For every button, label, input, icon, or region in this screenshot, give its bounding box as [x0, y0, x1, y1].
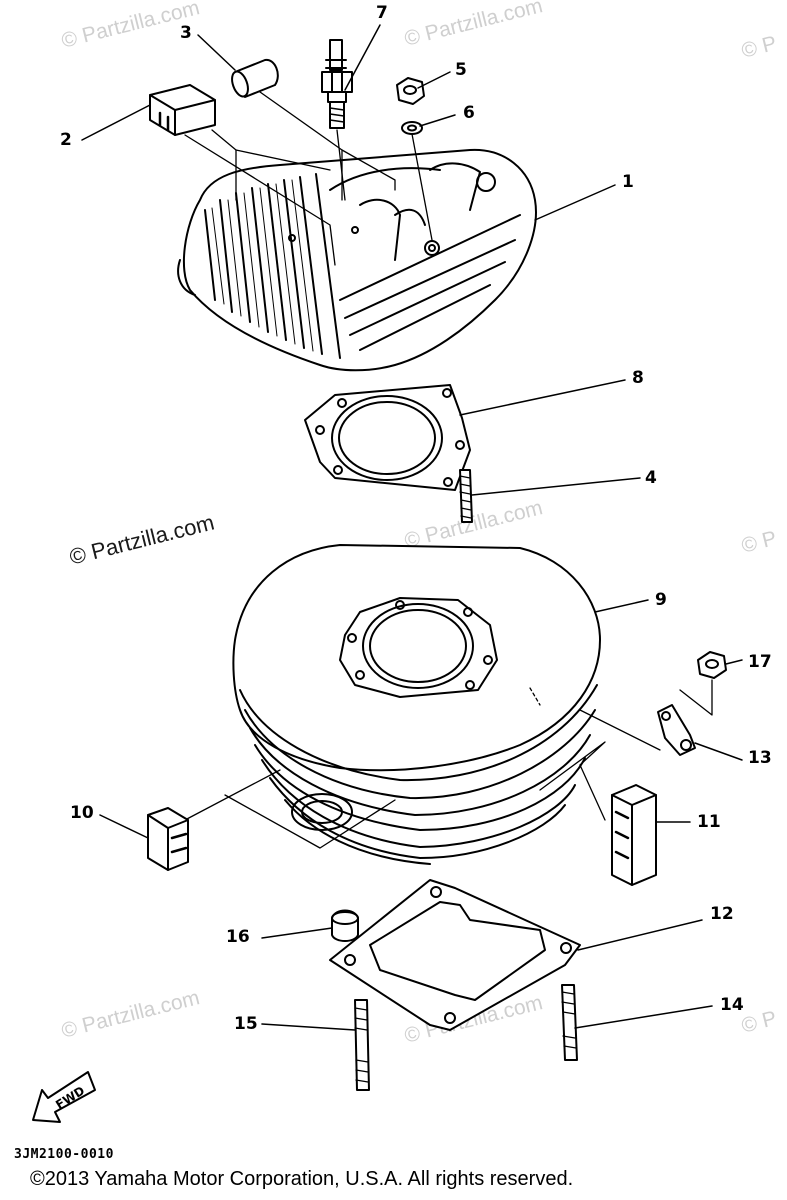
part-5-nut: [396, 77, 425, 105]
callout-2: 2: [60, 130, 72, 150]
callout-12: 12: [710, 904, 734, 924]
callout-11: 11: [697, 812, 721, 832]
assembly-lines-cylinder: [184, 709, 661, 849]
callout-5: 5: [455, 60, 467, 80]
part-1-cylinder-head: [177, 148, 537, 372]
part-6-washer: [401, 121, 423, 135]
part-14-stud: [561, 984, 578, 1061]
part-15-stud: [354, 999, 370, 1091]
callout-6: 6: [463, 103, 475, 123]
callout-1: 1: [622, 172, 634, 192]
callout-17: 17: [748, 652, 772, 672]
part-2-damper: [149, 84, 216, 136]
fwd-arrow-icon: FWD: [32, 1071, 96, 1123]
copyright-notice: ©2013 Yamaha Motor Corporation, U.S.A. A…: [30, 1168, 574, 1190]
part-10-damper: [147, 807, 189, 871]
callout-9: 9: [655, 590, 667, 610]
callout-14: 14: [720, 995, 744, 1015]
part-13-bracket: [657, 704, 696, 756]
part-4-stud: [459, 469, 473, 523]
callout-13: 13: [748, 748, 772, 768]
drawing-code: 3JM2100-0010: [14, 1147, 114, 1162]
part-3-cap: [231, 58, 279, 98]
leader-lines: [81, 24, 743, 1031]
part-8-head-gasket: [304, 384, 471, 491]
part-7-spark-plug: [321, 39, 353, 129]
callout-15: 15: [234, 1014, 258, 1034]
part-17-nut: [679, 651, 727, 716]
part-12-base-gasket: [329, 879, 581, 1031]
part-11-damper: [611, 784, 657, 886]
part-16-dowel: [331, 909, 359, 942]
callout-7: 7: [376, 3, 388, 23]
assembly-lines-top: [184, 91, 433, 266]
part-9-cylinder: [232, 544, 601, 865]
callout-10: 10: [70, 803, 94, 823]
callout-3: 3: [180, 23, 192, 43]
callout-8: 8: [632, 368, 644, 388]
callout-4: 4: [645, 468, 657, 488]
callout-16: 16: [226, 927, 250, 947]
